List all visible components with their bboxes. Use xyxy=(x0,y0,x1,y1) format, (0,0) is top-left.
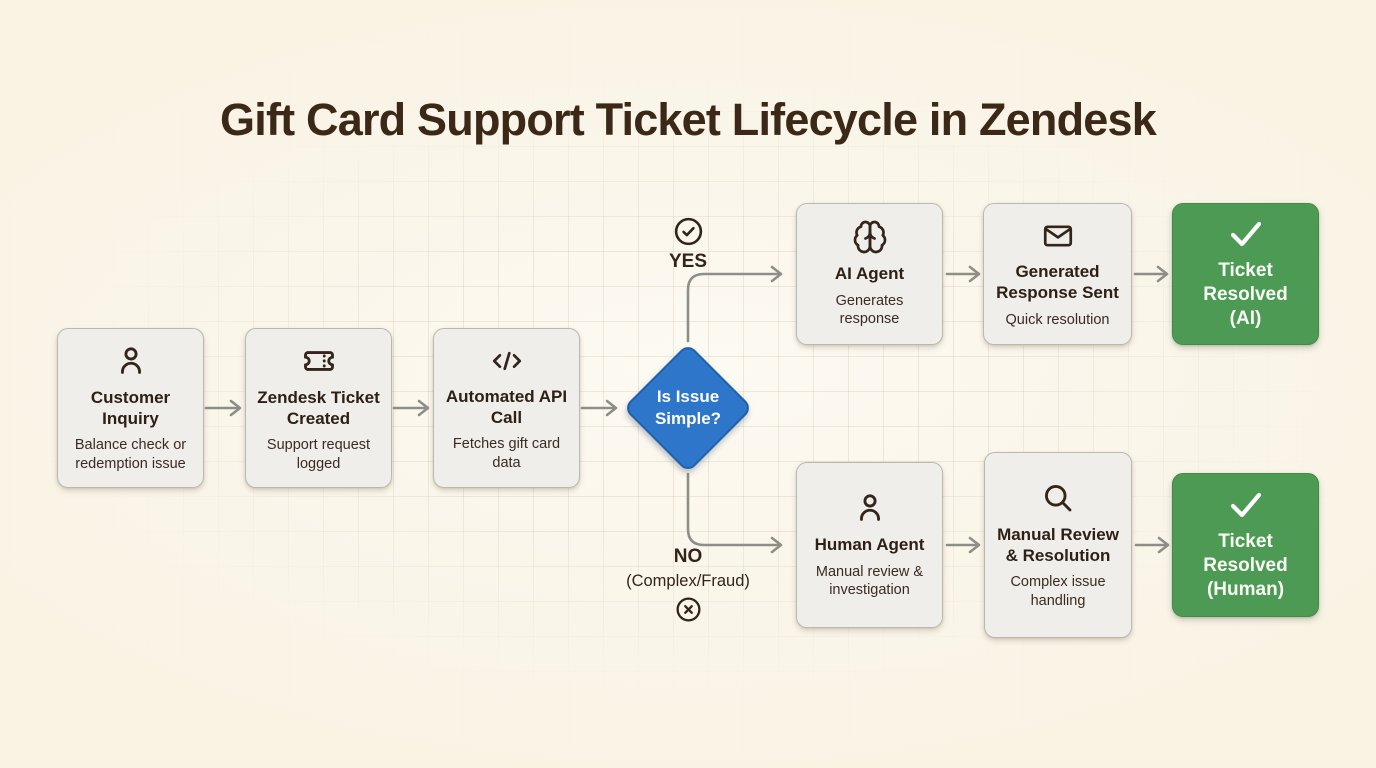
node-title: Ticket Resolved (AI) xyxy=(1203,260,1288,329)
decision-label: Is Issue Simple? xyxy=(654,386,722,428)
checkmark-icon xyxy=(1223,217,1269,251)
flow-node-ticket-resolved-human: Ticket Resolved (Human) xyxy=(1172,473,1319,617)
ticket-icon xyxy=(300,343,338,379)
x-circle-icon xyxy=(588,595,788,624)
brain-icon xyxy=(851,219,889,255)
page-title: Gift Card Support Ticket Lifecycle in Ze… xyxy=(220,94,1157,146)
check-circle-icon xyxy=(648,215,728,248)
node-subtitle: Quick resolution xyxy=(1005,311,1110,328)
node-title: Human Agent xyxy=(814,535,925,555)
node-title: Ticket Resolved (Human) xyxy=(1203,531,1288,600)
node-subtitle: Manual review & investigation xyxy=(815,564,924,599)
flow-node-ai-agent: AI Agent Generates response xyxy=(796,203,943,345)
person-icon xyxy=(113,343,149,379)
person-icon xyxy=(852,490,888,526)
node-title: AI Agent xyxy=(834,264,905,284)
flow-node-zendesk-ticket-created: Zendesk Ticket Created Support request l… xyxy=(245,328,392,488)
node-subtitle: Generates response xyxy=(835,293,904,328)
decision-diamond: Is Issue Simple? xyxy=(622,342,754,474)
flow-node-generated-response-sent: Generated Response Sent Quick resolution xyxy=(983,203,1132,345)
flow-node-automated-api-call: Automated API Call Fetches gift card dat… xyxy=(433,328,580,488)
yes-branch-label: YES xyxy=(648,215,728,274)
node-title: Generated Response Sent xyxy=(996,262,1119,302)
yes-text: YES xyxy=(668,251,708,272)
flow-node-manual-review-resolution: Manual Review & Resolution Complex issue… xyxy=(984,452,1132,638)
no-branch-label: NO (Complex/Fraud) xyxy=(588,546,788,624)
no-text: NO xyxy=(673,546,703,567)
no-subtext: (Complex/Fraud) xyxy=(626,571,750,590)
node-subtitle: Complex issue handling xyxy=(1010,574,1106,609)
code-icon xyxy=(487,344,527,378)
node-subtitle: Balance check or redemption issue xyxy=(74,437,187,472)
node-subtitle: Fetches gift card data xyxy=(452,436,561,471)
flow-node-ticket-resolved-ai: Ticket Resolved (AI) xyxy=(1172,203,1319,345)
flow-node-customer-inquiry: Customer Inquiry Balance check or redemp… xyxy=(57,328,204,488)
node-title: Automated API Call xyxy=(445,387,568,427)
node-subtitle: Support request logged xyxy=(266,437,371,472)
node-title: Manual Review & Resolution xyxy=(997,525,1119,565)
node-title: Zendesk Ticket Created xyxy=(257,388,380,428)
search-icon xyxy=(1040,480,1076,516)
flow-node-human-agent: Human Agent Manual review & investigatio… xyxy=(796,462,943,628)
node-title: Customer Inquiry xyxy=(90,388,171,428)
arrow-decision-to-human xyxy=(686,472,781,547)
arrow-decision-to-ai xyxy=(686,272,781,343)
envelope-icon xyxy=(1039,219,1077,253)
checkmark-icon xyxy=(1223,488,1269,522)
